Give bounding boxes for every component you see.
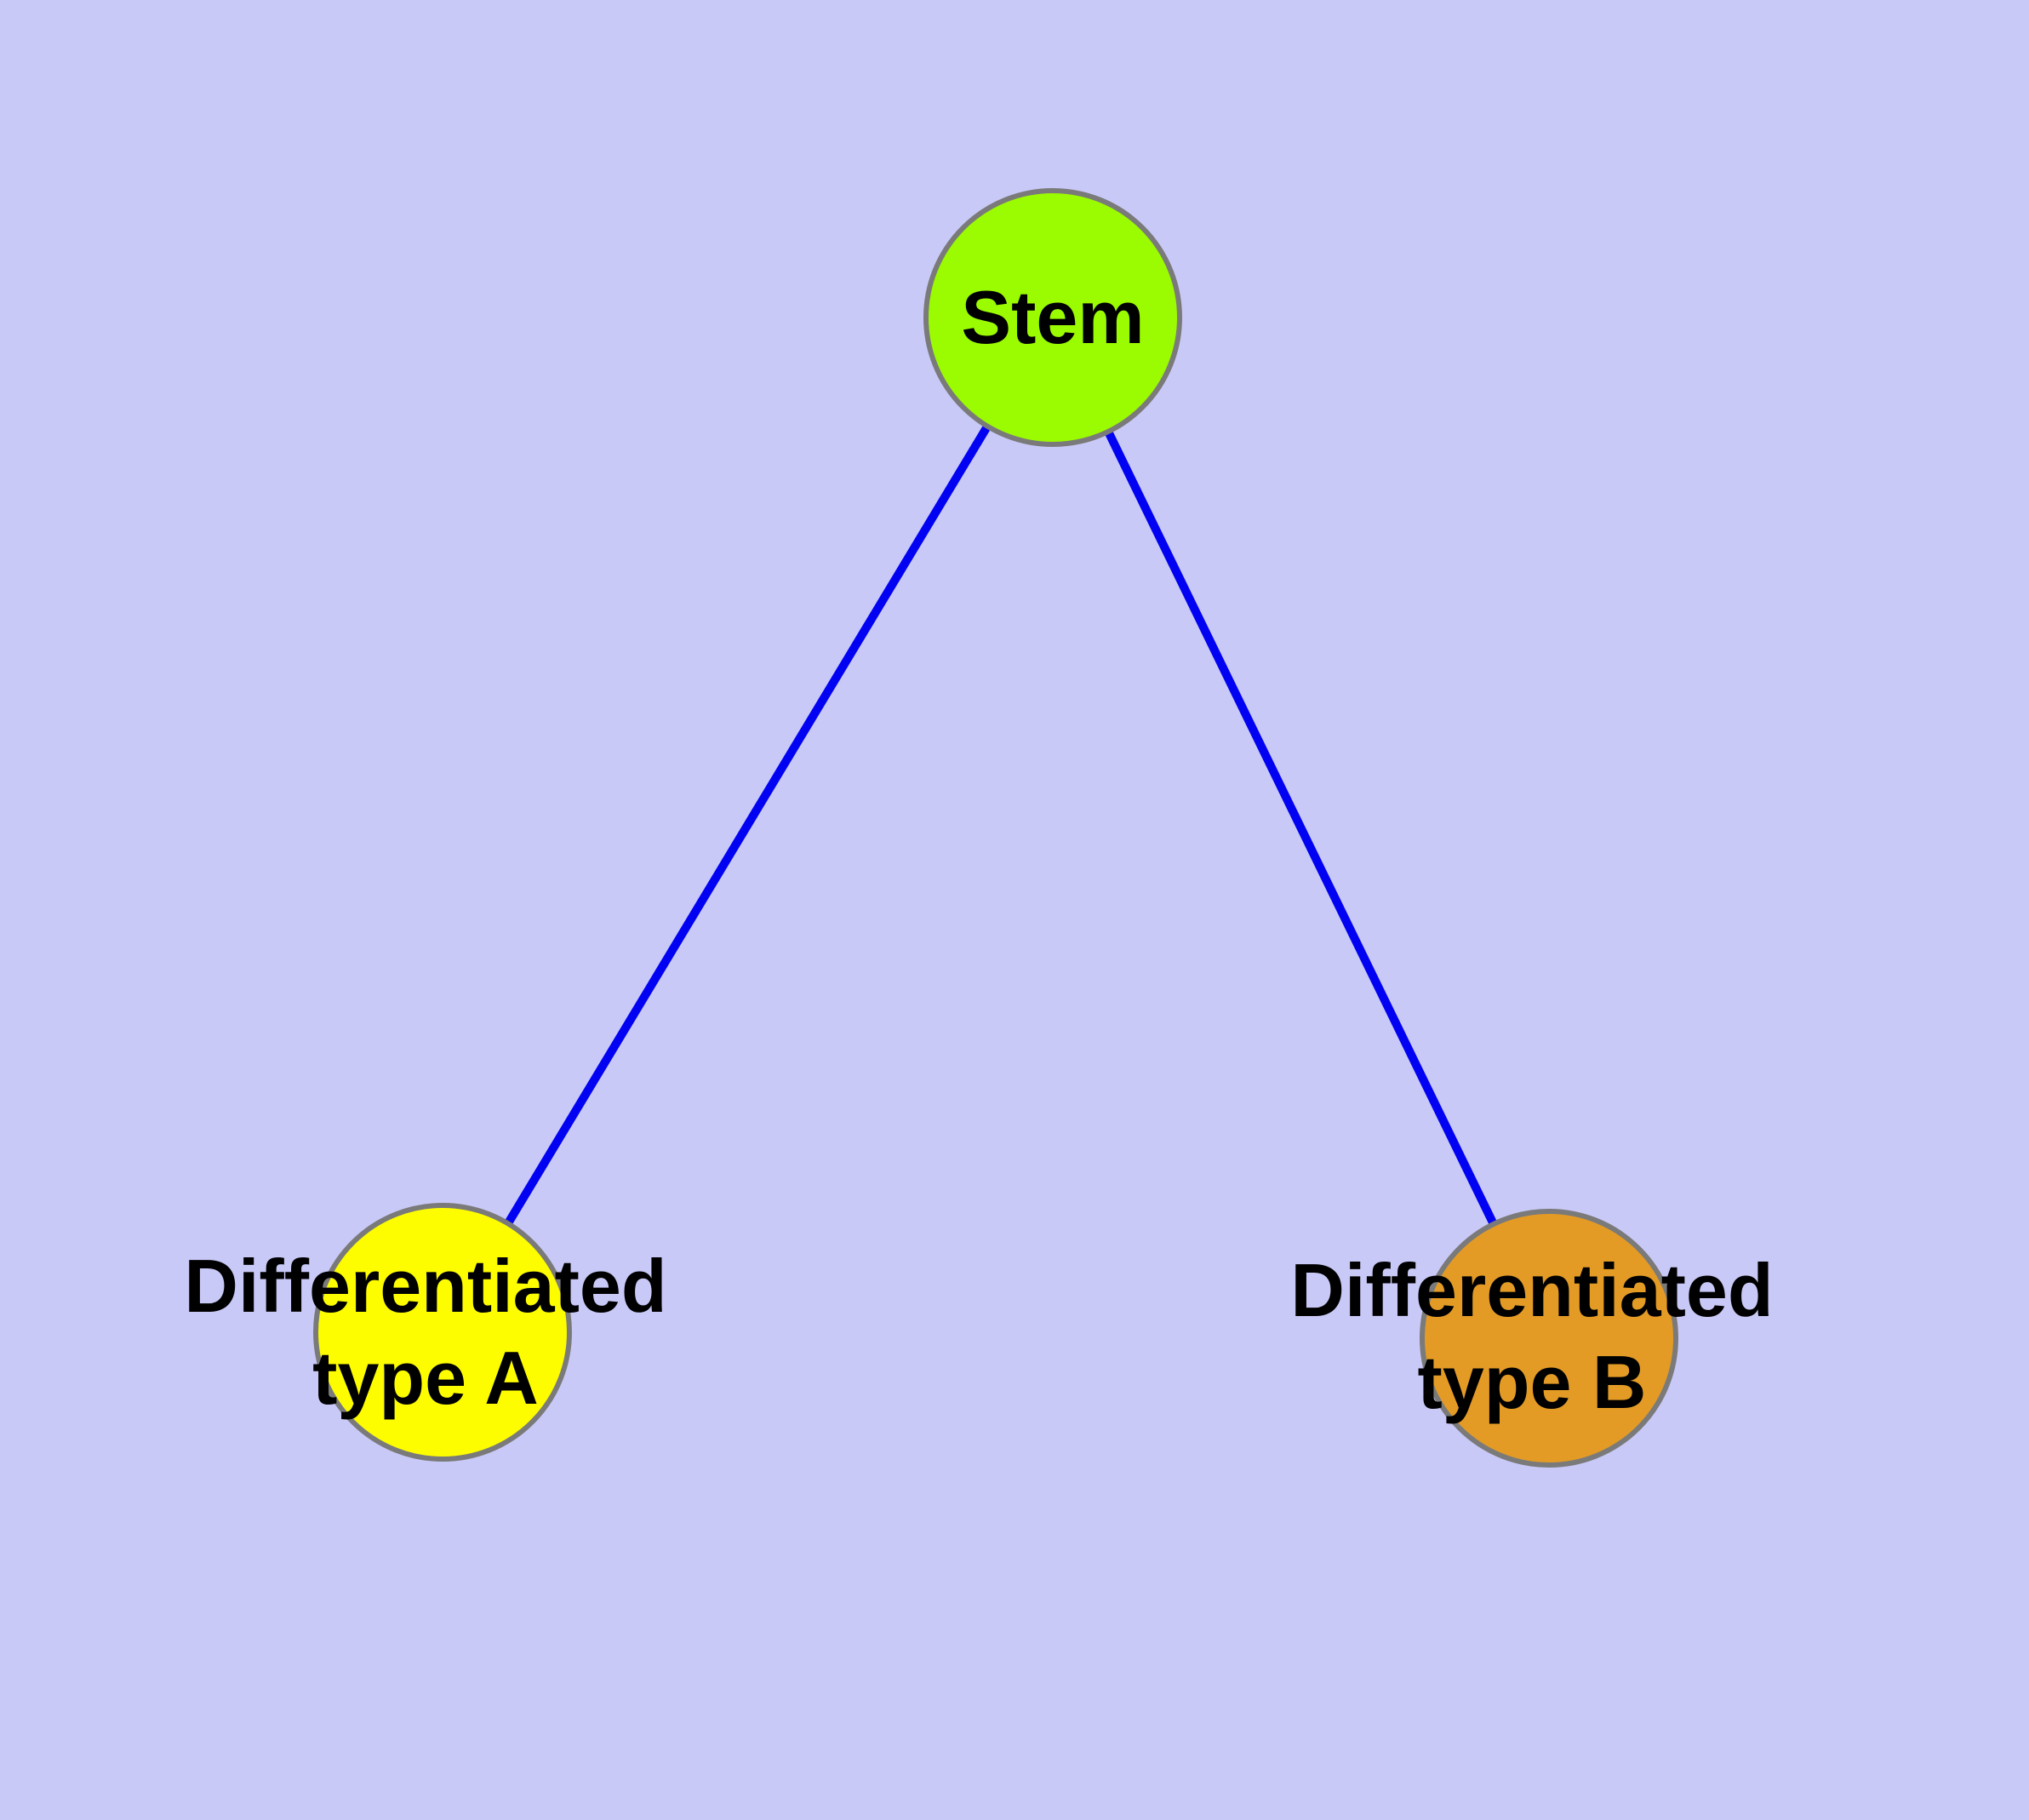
edge-stem-to-type-b [1049,315,1553,1341]
node-stem-label: Stem [961,272,1144,363]
node-type-b-label-line1: Differentiated [1290,1248,1774,1332]
node-type-a-label-line2: type A [312,1336,539,1420]
node-type-b-label-line2: type B [1417,1340,1647,1424]
node-type-b-circle [1420,1209,1678,1468]
node-type-a-circle [313,1203,572,1462]
node-type-a-label-line1: Differentiated [184,1244,667,1328]
node-stem-label-text: Stem [961,275,1145,359]
node-stem-circle [923,188,1182,447]
node-type-a-label: Differentiated type A [184,1240,666,1424]
node-type-b-label: Differentiated type B [1290,1245,1773,1428]
edge-stem-to-type-a [438,315,1057,1335]
